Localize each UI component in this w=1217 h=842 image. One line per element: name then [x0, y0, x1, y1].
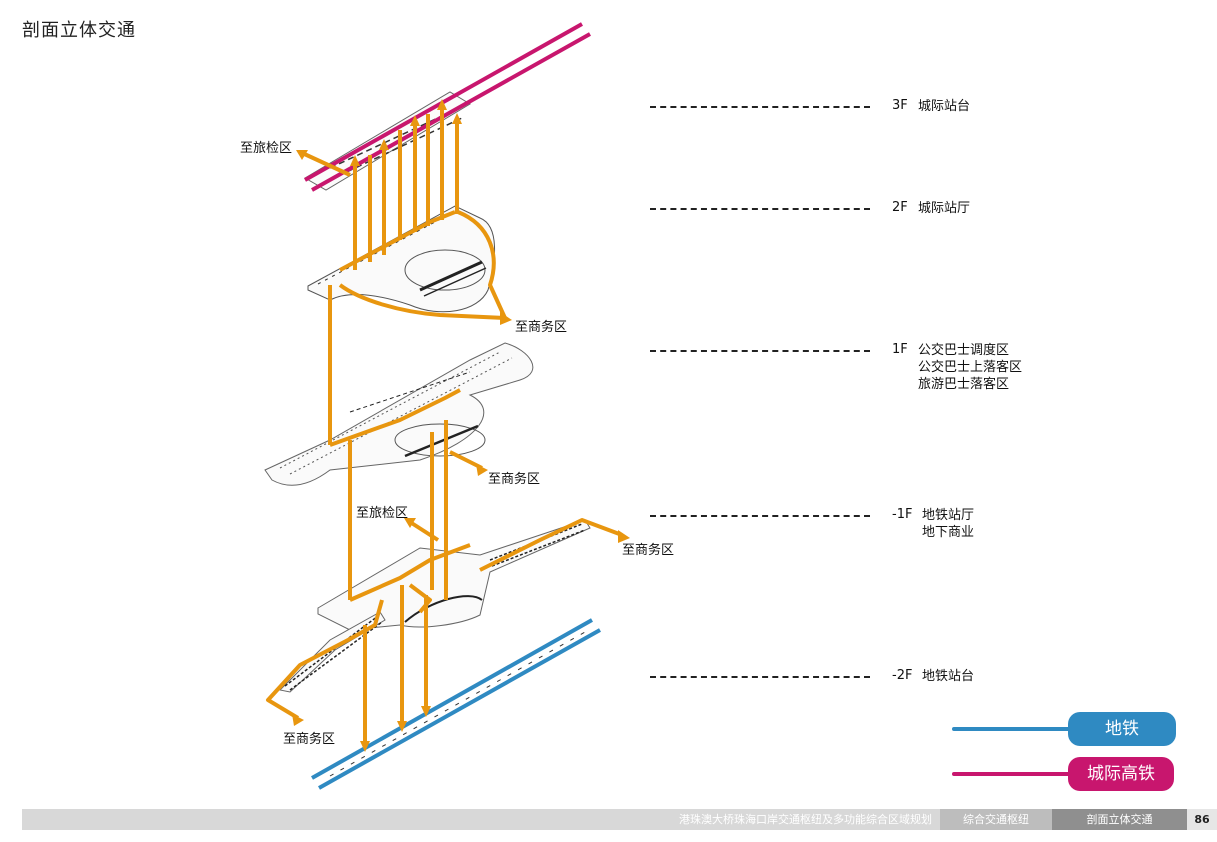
footer-page-number: 86 — [1187, 809, 1217, 830]
label-to-business-b1: 至商务区 — [622, 542, 674, 558]
level-name: 公交巴士上落客区 — [918, 360, 1023, 375]
legend-intercity-pill: 城际高铁 — [1068, 757, 1174, 791]
label-to-inspection-mid: 至旅检区 — [356, 506, 408, 521]
passenger-flow-routes — [266, 106, 623, 745]
level-leader-line — [650, 515, 870, 517]
metro-rail-track — [311, 618, 601, 790]
footer-section: 综合交通枢纽 — [940, 809, 1052, 830]
page-title: 剖面立体交通 — [22, 20, 136, 41]
footer-bar: 港珠澳大桥珠海口岸交通枢纽及多功能综合区域规划 综合交通枢纽 剖面立体交通 86 — [22, 809, 1217, 830]
level-leader-line — [650, 106, 870, 108]
footer-chapter: 剖面立体交通 — [1052, 809, 1187, 830]
level-name: 地铁站台 — [922, 669, 975, 684]
level-leader-line — [650, 208, 870, 210]
level-name: 城际站台 — [918, 99, 971, 114]
level-leader-line — [650, 676, 870, 678]
level-b1-metro-concourse-plan — [278, 519, 591, 693]
level-name: 地铁站厅 — [922, 508, 975, 523]
level-code: 2F — [892, 200, 908, 215]
level-name: 公交巴士调度区 — [918, 343, 1010, 358]
footer-project: 港珠澳大桥珠海口岸交通枢纽及多功能综合区域规划 — [22, 809, 940, 830]
level-name: 旅游巴士落客区 — [918, 377, 1010, 392]
label-to-business-1f: 至商务区 — [488, 471, 540, 487]
level-name: 城际站厅 — [918, 201, 971, 216]
flow-arrowheads — [292, 99, 630, 752]
legend-metro-pill: 地铁 — [1068, 712, 1176, 746]
level-code: 1F — [892, 342, 908, 357]
level-code: -1F — [892, 507, 913, 522]
level-leader-line — [650, 350, 870, 352]
legend-metro-line — [952, 727, 1082, 731]
label-to-business-b2: 至商务区 — [283, 731, 335, 747]
label-to-business-2f: 至商务区 — [515, 319, 567, 335]
label-to-inspection-top: 至旅检区 — [240, 141, 292, 156]
level-code: 3F — [892, 98, 908, 113]
level-code: -2F — [892, 668, 913, 683]
level-1f-bus-plan — [264, 342, 534, 486]
legend-intercity-line — [952, 772, 1082, 776]
level-name: 地下商业 — [922, 525, 975, 540]
